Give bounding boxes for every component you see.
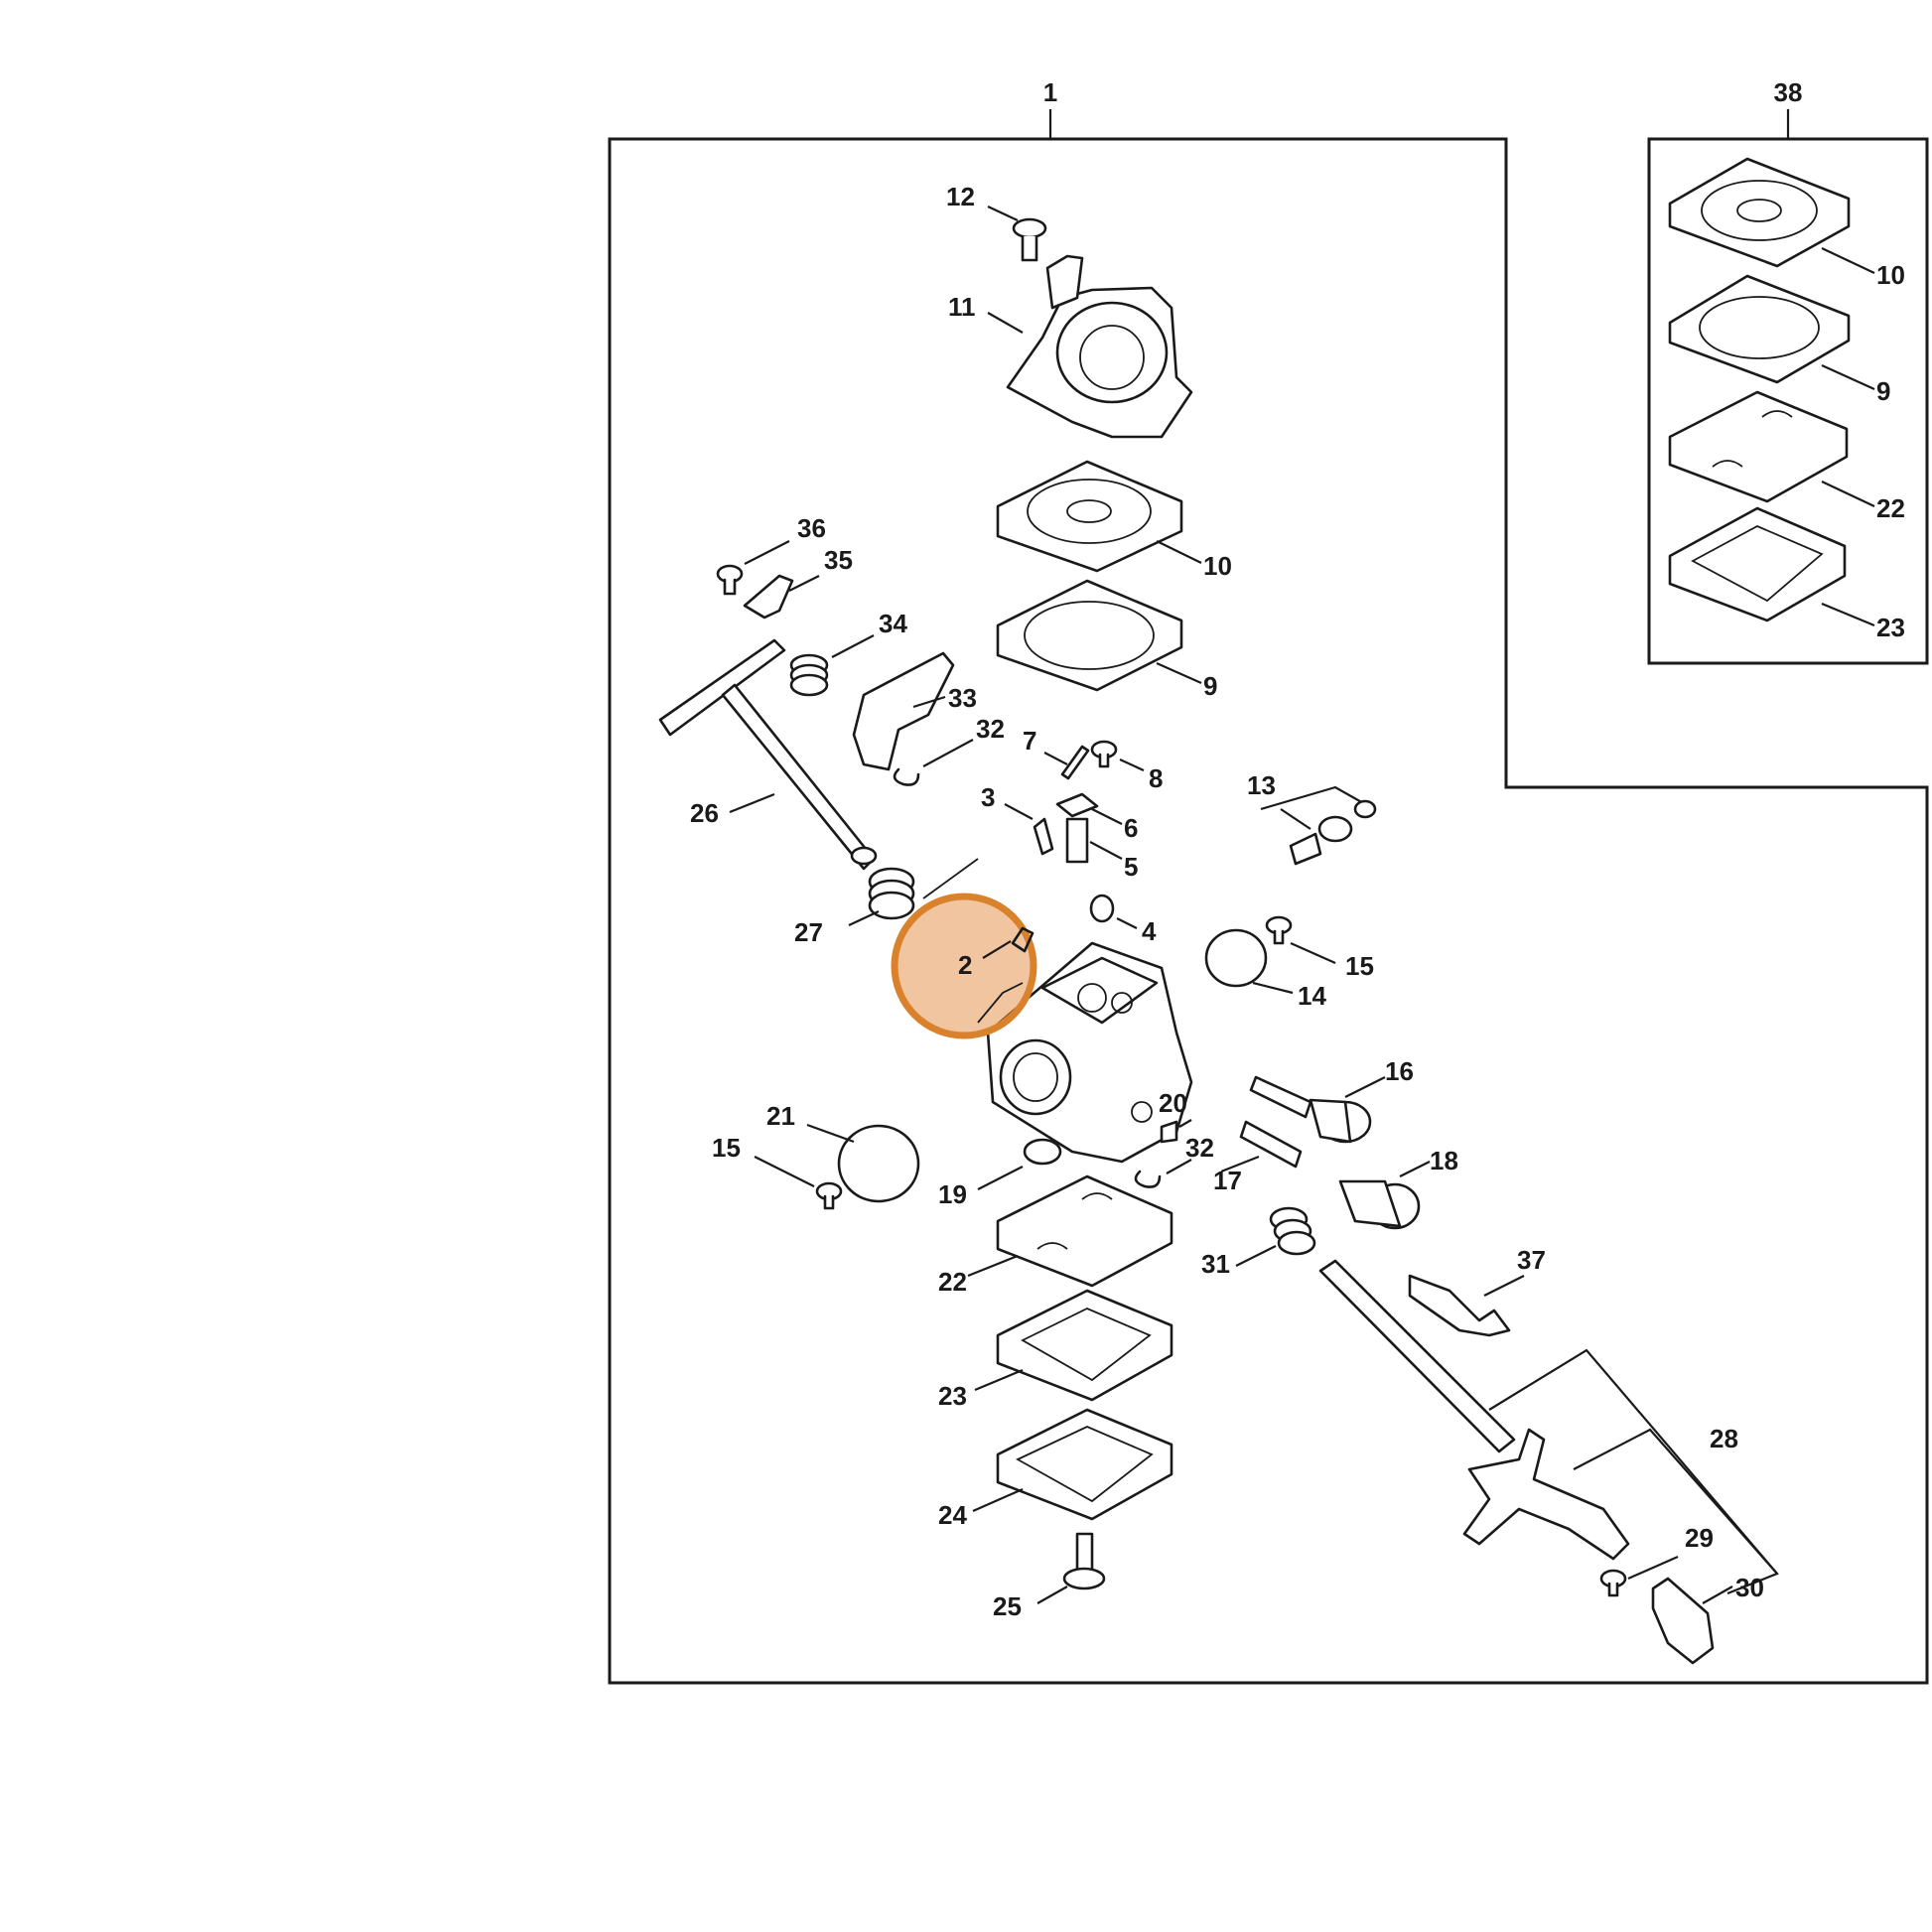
label-assembly: 1	[1043, 77, 1057, 107]
part-screw-8	[1090, 740, 1118, 768]
label-34: 34	[879, 609, 907, 638]
part-lever-28	[1462, 1428, 1630, 1561]
part-shaft-26	[658, 638, 878, 871]
label-4: 4	[1142, 916, 1157, 946]
label-8: 8	[1149, 763, 1163, 793]
part-clip-32a	[893, 767, 920, 786]
label-22: 22	[938, 1267, 967, 1297]
kit-label-9: 9	[1876, 376, 1890, 406]
label-7: 7	[1023, 726, 1036, 756]
part-shaft-lower	[1318, 1259, 1516, 1453]
part-needle-2	[977, 926, 1035, 1024]
part-screw-12	[1012, 217, 1047, 262]
assembly-frame	[608, 137, 1929, 1685]
label-10: 10	[1203, 551, 1232, 581]
label-2: 2	[958, 950, 972, 980]
part-spring-5	[1065, 817, 1089, 864]
part-cover-11	[1006, 254, 1193, 439]
label-11: 11	[948, 292, 976, 322]
label-15a: 15	[1345, 951, 1374, 981]
label-35: 35	[824, 545, 853, 575]
part-pin-7	[1060, 745, 1090, 780]
part-screw-15a	[1265, 915, 1293, 945]
label-33: 33	[948, 683, 977, 713]
part-clip-32b	[1134, 1170, 1162, 1188]
part-screw-36	[716, 564, 744, 596]
part-disc-21	[837, 1124, 920, 1203]
part-carburetor-body	[986, 941, 1193, 1164]
label-26: 26	[690, 798, 719, 828]
label-14: 14	[1298, 981, 1326, 1011]
part-group-13	[1260, 785, 1377, 866]
label-9: 9	[1203, 671, 1217, 701]
part-plug-20	[1160, 1120, 1178, 1144]
part-spring-31	[1269, 1206, 1316, 1256]
label-32b: 32	[1185, 1133, 1214, 1163]
kit-label-22: 22	[1876, 493, 1905, 523]
label-19: 19	[938, 1179, 967, 1209]
label-kit: 38	[1774, 77, 1803, 107]
label-37: 37	[1517, 1245, 1546, 1275]
part-lever-6	[1055, 792, 1099, 818]
kit-gasket-9	[1668, 274, 1851, 384]
label-16: 16	[1385, 1056, 1414, 1086]
part-screw-25	[1062, 1532, 1106, 1590]
part-needle-3	[1033, 817, 1054, 856]
part-valve-17	[1239, 1120, 1303, 1169]
part-screen-19	[1023, 1138, 1062, 1166]
part-knob-30	[1651, 1577, 1715, 1665]
label-6: 6	[1124, 813, 1138, 843]
label-21: 21	[766, 1101, 795, 1131]
part-valve-16	[1249, 1075, 1372, 1144]
part-spring-27	[868, 867, 915, 920]
label-12: 12	[946, 182, 975, 211]
part-gasket-23	[996, 1289, 1173, 1402]
part-diaphragm-22	[996, 1174, 1173, 1288]
part-lever-33	[852, 651, 955, 771]
kit-gasket-23	[1668, 506, 1847, 622]
part-lever-35	[743, 574, 794, 620]
label-27: 27	[794, 917, 823, 947]
label-3: 3	[981, 782, 995, 812]
part-disc-14	[1204, 928, 1268, 988]
label-28: 28	[1710, 1424, 1738, 1453]
label-25: 25	[993, 1591, 1022, 1621]
label-17: 17	[1213, 1166, 1242, 1195]
part-screw-15b	[815, 1181, 843, 1210]
kit-diaphragm-22	[1668, 390, 1849, 503]
part-spring-34	[789, 653, 829, 697]
part-screw-37	[1408, 1274, 1511, 1337]
part-diaphragm-10	[996, 460, 1183, 573]
part-cap-18	[1338, 1179, 1421, 1230]
kit-label-23: 23	[1876, 613, 1905, 642]
label-36: 36	[797, 513, 826, 543]
label-18: 18	[1430, 1146, 1458, 1175]
label-24: 24	[938, 1500, 967, 1530]
label-5: 5	[1124, 852, 1138, 882]
part-cover-24	[996, 1408, 1173, 1521]
label-15b: 15	[712, 1133, 741, 1163]
label-32a: 32	[976, 714, 1005, 744]
kit-label-10: 10	[1876, 260, 1905, 290]
part-nut-4	[1089, 894, 1115, 923]
part-gasket-9	[996, 579, 1183, 692]
label-31: 31	[1201, 1249, 1230, 1279]
kit-diaphragm-10	[1668, 157, 1851, 268]
label-29: 29	[1685, 1523, 1714, 1553]
label-30: 30	[1735, 1573, 1764, 1602]
label-13: 13	[1247, 770, 1276, 800]
highlight-marker[interactable]	[891, 893, 1037, 1039]
label-23: 23	[938, 1381, 967, 1411]
label-20: 20	[1159, 1088, 1187, 1118]
part-screw-29	[1599, 1569, 1627, 1597]
